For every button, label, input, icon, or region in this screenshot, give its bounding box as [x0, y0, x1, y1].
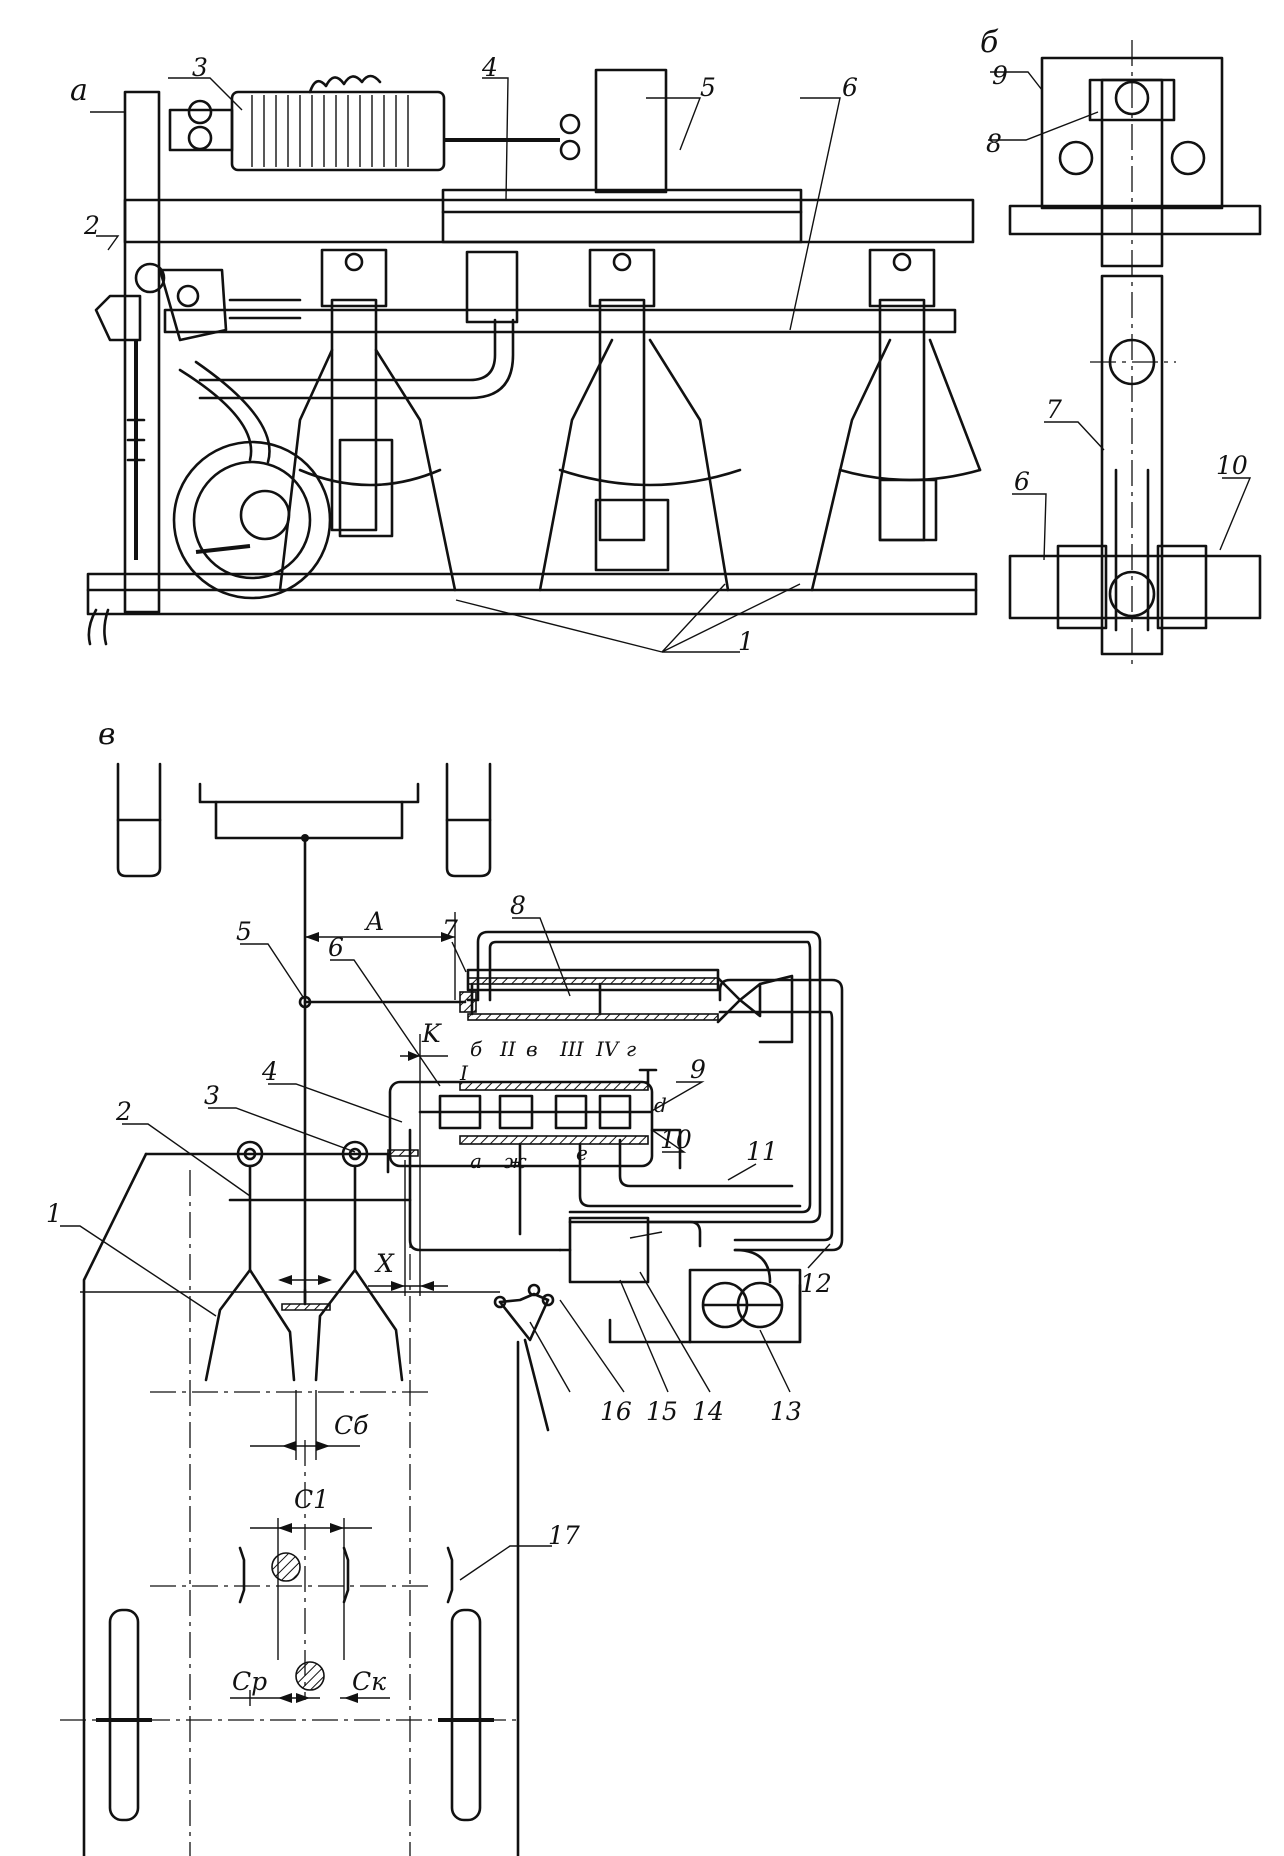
- bottom-rail: [86, 572, 978, 616]
- dim-C-b: Сб: [334, 1411, 369, 1440]
- callout-c-14: 14: [692, 1397, 724, 1426]
- callout-c-13: 13: [770, 1397, 802, 1426]
- plant-marker: [238, 1546, 246, 1604]
- callout-c-7: 7: [442, 915, 458, 944]
- panel-b-label: б: [980, 25, 999, 60]
- cylinder-mount: [168, 108, 234, 152]
- dim-C-p: Ср: [232, 1667, 267, 1696]
- plant-stem-2: [295, 1661, 325, 1691]
- callout-c-6: 6: [328, 933, 344, 962]
- copier-shoe: [198, 782, 420, 804]
- dim-X: X: [374, 1249, 395, 1278]
- label-channel-d: d: [654, 1093, 667, 1117]
- support-bar-4: [441, 188, 803, 244]
- frame-left: [82, 1152, 148, 1856]
- curved-hose: [178, 368, 253, 462]
- callout-a-3: 3: [192, 53, 208, 82]
- gauge-wheel: [172, 440, 332, 600]
- label-channel-v: в: [526, 1037, 538, 1061]
- dim-A: A: [364, 907, 384, 936]
- label-channel-g: г: [626, 1037, 636, 1061]
- label-chamber-IV: IV: [595, 1037, 621, 1061]
- callout-b-8: 8: [986, 129, 1002, 158]
- callout-c-17: 17: [548, 1521, 580, 1550]
- callout-c-1: 1: [46, 1199, 62, 1228]
- callout-c-12: 12: [800, 1269, 832, 1298]
- callout-a-1: 1: [738, 627, 754, 656]
- label-channel-e: е: [576, 1141, 588, 1165]
- callout-b-7: 7: [1046, 395, 1062, 424]
- callout-b-6: 6: [1014, 467, 1030, 496]
- hydraulic-line-12: [718, 978, 844, 1252]
- frame-beam: [123, 198, 975, 244]
- callout-c-10: 10: [660, 1125, 692, 1154]
- callout-c-3: 3: [204, 1081, 220, 1110]
- panel-c-schematic: в A: [46, 717, 844, 1856]
- wheel-left: [108, 1608, 140, 1822]
- cylinder-ribs: [251, 95, 409, 167]
- callout-c-11: 11: [746, 1137, 778, 1166]
- plant-stem-1: [271, 1552, 301, 1582]
- hydraulic-line-14: [408, 1128, 562, 1252]
- callout-c-9: 9: [690, 1055, 706, 1084]
- hanger-2: [538, 248, 742, 592]
- shaft-6-section: [1008, 554, 1262, 620]
- callout-a-2: 2: [83, 211, 100, 240]
- label-chamber-II: II: [499, 1037, 517, 1061]
- callout-c-8: 8: [510, 891, 526, 920]
- cylinder-pin-bottom: [187, 125, 213, 151]
- tank-10: [568, 1216, 650, 1284]
- label-channel-a: а: [470, 1149, 482, 1173]
- panel-a-label: а: [70, 73, 88, 108]
- dim-C-k: Ск: [352, 1667, 386, 1696]
- frame-post: [123, 90, 161, 614]
- hydraulic-pipe: [198, 318, 497, 382]
- callout-c-16: 16: [600, 1397, 632, 1426]
- shaft-6: [163, 308, 957, 334]
- dim-C-1: С1: [294, 1485, 329, 1514]
- cylinder-pin-top: [187, 99, 213, 125]
- bracket-5: [594, 68, 668, 194]
- callout-b-10: 10: [1216, 451, 1248, 480]
- callout-b-9: 9: [992, 61, 1008, 90]
- wheel-right: [450, 1608, 482, 1822]
- hose-mount: [465, 250, 519, 324]
- mechanism-16: [498, 1292, 550, 1304]
- panel-c-label: в: [98, 717, 115, 752]
- valve-2: [94, 294, 142, 342]
- label-chamber-I: I: [459, 1061, 469, 1085]
- working-body-1-right: [314, 1198, 357, 1382]
- callout-a-6: 6: [842, 73, 858, 102]
- label-channel-b: б: [470, 1037, 483, 1061]
- working-body-1-left: [204, 1198, 252, 1382]
- callout-a-4: 4: [481, 53, 498, 82]
- callout-c-15: 15: [646, 1397, 678, 1426]
- panel-b-detail-view: б 9 8 7 6 10: [980, 25, 1262, 670]
- beam-section: [1008, 204, 1262, 236]
- clamp-10: [1056, 544, 1108, 630]
- row-stub-right: [445, 762, 492, 878]
- valve-7: [459, 991, 477, 1013]
- dim-K: K: [421, 1019, 442, 1048]
- panel-a-side-view: а 3 4 5 6 2 1: [70, 53, 982, 656]
- label-chamber-III: III: [559, 1037, 585, 1061]
- callout-c-4: 4: [261, 1057, 278, 1086]
- hanger-3: [810, 248, 982, 592]
- cylinder-spring: [308, 74, 382, 94]
- label-channel-zh: ж: [504, 1149, 527, 1173]
- callout-c-5: 5: [236, 917, 252, 946]
- callout-c-2: 2: [115, 1097, 132, 1126]
- hydraulic-line-11: [466, 930, 822, 1224]
- callout-a-5: 5: [700, 73, 716, 102]
- row-stub-left: [116, 762, 162, 878]
